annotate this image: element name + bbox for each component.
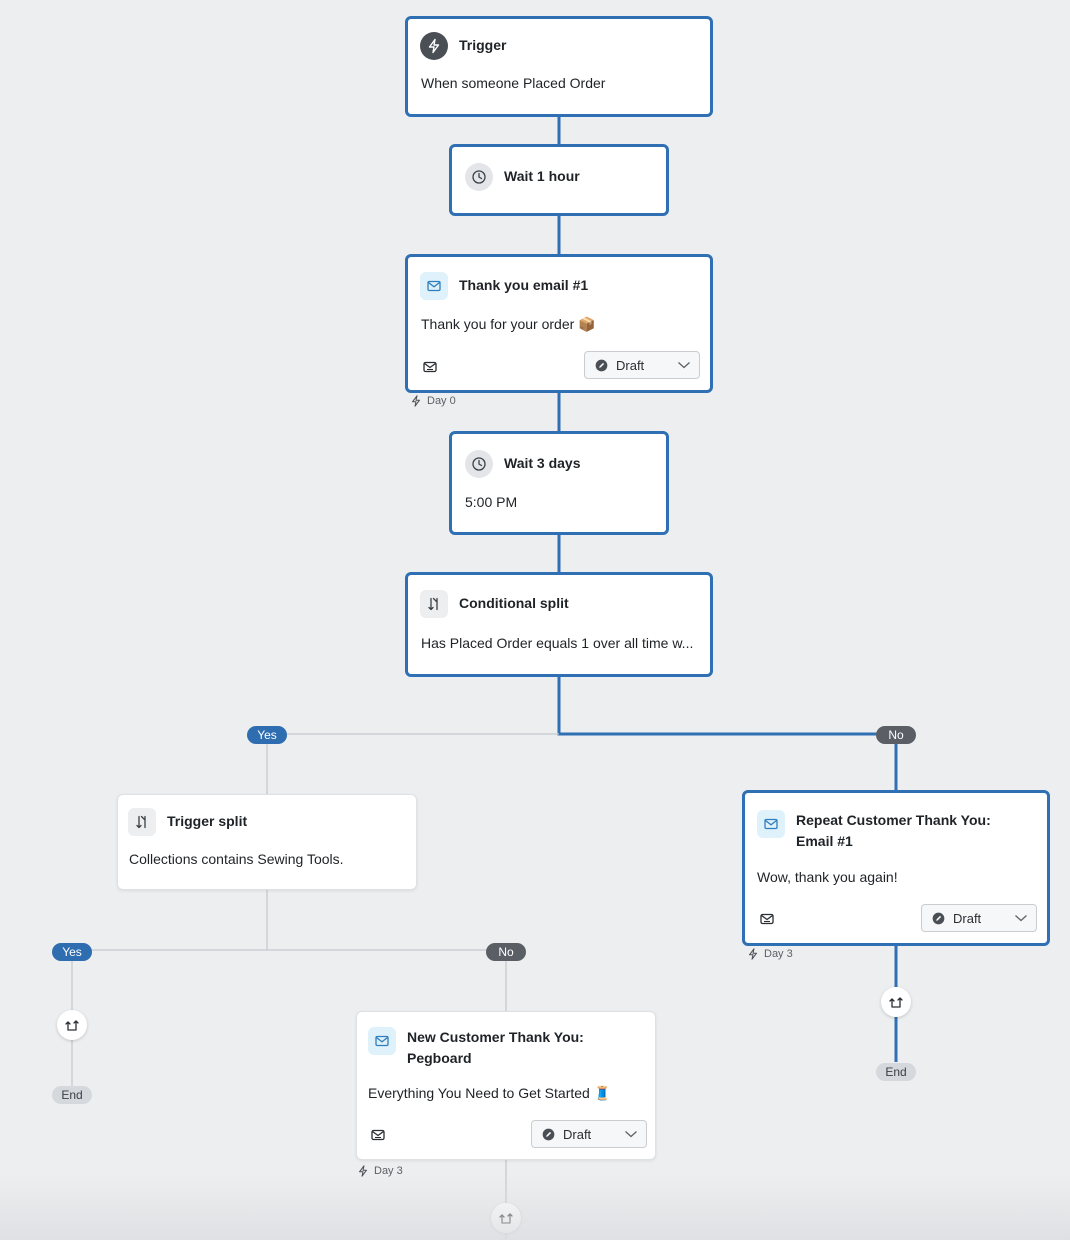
status-dropdown[interactable]: Draft [921,904,1037,932]
branch-no-pill: No [486,943,526,961]
email-preview-icon[interactable] [759,911,775,927]
status-label: Draft [563,1126,592,1142]
day-label: Day 3 [747,948,793,960]
add-action-button[interactable] [491,1203,521,1233]
wait-time: 5:00 PM [465,494,518,510]
node-title: Wait 3 days [504,455,581,471]
wait-node[interactable]: Wait 1 hour [449,144,669,216]
email-subject: Wow, thank you again! [757,869,898,885]
email-preview-icon[interactable] [422,359,438,375]
status-label: Draft [616,357,645,373]
add-action-button[interactable] [881,987,911,1017]
lightning-icon [420,32,448,60]
lightning-icon [749,948,757,960]
email-node[interactable]: New Customer Thank You: Pegboard Everyth… [356,1011,656,1160]
end-pill: End [52,1086,92,1104]
branch-yes-pill: Yes [52,943,92,961]
email-subject: Thank you for your order 📦 [421,316,596,332]
email-subject: Everything You Need to Get Started 🧵 [368,1085,612,1101]
status-dropdown[interactable]: Draft [584,351,700,379]
exit-arrows-icon [65,1020,79,1031]
email-node[interactable]: Repeat Customer Thank You: Email #1 Wow,… [742,790,1050,946]
exit-arrows-icon [889,997,903,1008]
chevron-down-icon [678,362,690,369]
add-action-button[interactable] [57,1010,87,1040]
branch-yes-pill: Yes [247,726,287,744]
email-icon [368,1027,396,1055]
email-icon [420,272,448,300]
node-title: Trigger split [167,813,248,829]
trigger-node[interactable]: Trigger When someone Placed Order [405,16,713,117]
node-title: Conditional split [459,595,569,611]
chevron-down-icon [1015,915,1027,922]
day-label: Day 3 [357,1165,403,1177]
email-node[interactable]: Thank you email #1 Thank you for your or… [405,254,713,393]
exit-arrows-icon [499,1213,513,1224]
split-icon [128,808,156,836]
node-title: Trigger [459,37,507,53]
node-title: Wait 1 hour [504,168,580,184]
clock-icon [465,163,493,191]
email-icon [757,810,785,838]
node-title: New Customer Thank You: Pegboard [407,1029,584,1066]
draft-status-icon [542,1128,555,1140]
node-title: Thank you email #1 [459,277,589,293]
status-label: Draft [953,910,982,926]
day-label: Day 0 [410,395,456,407]
split-condition: Collections contains Sewing Tools. [129,851,344,867]
status-dropdown[interactable]: Draft [531,1120,647,1148]
trigger-split-node[interactable]: Trigger split Collections contains Sewin… [117,794,417,890]
node-description: When someone Placed Order [421,75,606,91]
lightning-icon [359,1165,367,1177]
draft-status-icon [595,359,608,371]
conditional-split-node[interactable]: Conditional split Has Placed Order equal… [405,572,713,677]
clock-icon [465,450,493,478]
email-preview-icon[interactable] [370,1127,386,1143]
split-icon [420,590,448,618]
chevron-down-icon [625,1131,637,1138]
split-condition: Has Placed Order equals 1 over all time … [421,635,694,651]
wait-node[interactable]: Wait 3 days 5:00 PM [449,431,669,535]
draft-status-icon [932,912,945,924]
lightning-icon [412,395,420,407]
end-pill: End [876,1063,916,1081]
branch-no-pill: No [876,726,916,744]
node-title: Repeat Customer Thank You: Email #1 [796,812,991,849]
